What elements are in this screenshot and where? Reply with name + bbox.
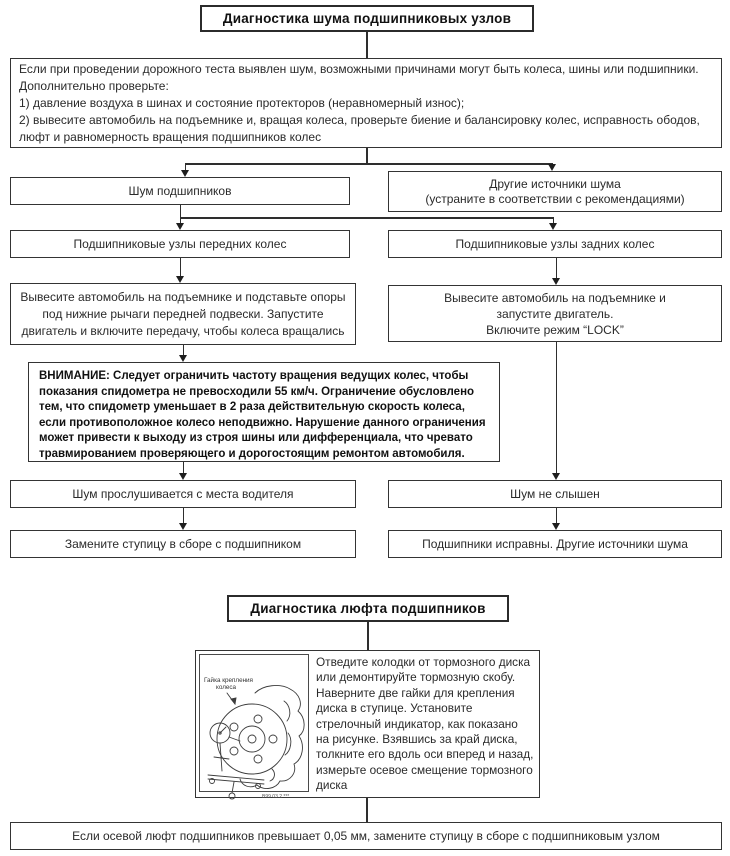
noise-heard-box: Шум прослушивается с места водителя (10, 480, 356, 508)
arrowhead-front-hubs-icon (175, 223, 184, 230)
arrowhead-other-noise-icon (547, 164, 556, 171)
connector-split1-left (184, 163, 187, 171)
no-noise-box: Шум не слышен (388, 480, 722, 508)
connector-replace-hub (182, 508, 185, 523)
front-procedure-text: Вывесите автомобиль на подъемнике и подс… (20, 289, 346, 338)
figure-frame: Гайка крепления колеса B99 03.2 *** (199, 654, 309, 800)
section2-title: Диагностика люфта подшипников (250, 600, 486, 616)
figure-label-line2: колеса (216, 684, 237, 691)
arrowhead-replace-hub-icon (178, 523, 187, 530)
conclusion-text: Если осевой люфт подшипников превышает 0… (72, 829, 660, 843)
connector-bearing-front (179, 205, 182, 223)
brake-disc-figure: Гайка крепления колеса B99 03.2 *** (204, 676, 305, 800)
intro-box: Если при проведении дорожного теста выяв… (10, 58, 722, 148)
front-hubs-box: Подшипниковые узлы передних колес (10, 230, 350, 258)
rear-procedure-box: Вывесите автомобиль на подъемнике и запу… (388, 285, 722, 342)
figure-panel: Гайка крепления колеса B99 03.2 *** Отве… (195, 650, 540, 800)
replace-hub-text: Замените ступицу в сборе с подшипником (64, 537, 302, 551)
noise-heard-text: Шум прослушивается с места водителя (72, 487, 294, 501)
play-procedure-text: Отведите колодки от тормозного диска или… (316, 655, 534, 793)
connector-rear-procedure (555, 258, 558, 278)
front-hubs-text: Подшипниковые узлы передних колес (73, 237, 287, 251)
other-noise-box: Другие источники шума (устраните в соотв… (388, 171, 722, 212)
connector-title2-figure (367, 622, 369, 650)
arrowhead-no-noise-icon (551, 473, 560, 480)
rear-hubs-box: Подшипниковые узлы задних колес (388, 230, 722, 258)
connector-figure-conclusion (366, 798, 368, 822)
arrowhead-rear-hubs-icon (548, 223, 557, 230)
bearings-ok-box: Подшипники исправны. Другие источники шу… (388, 530, 722, 558)
figure-code: B99 03.2 *** (262, 794, 289, 800)
arrowhead-bearing-noise-icon (180, 170, 189, 177)
warning-text: ВНИМАНИЕ: Следует ограничить частоту вра… (39, 370, 486, 460)
section1-title: Диагностика шума подшипниковых узлов (222, 10, 512, 26)
replace-hub-box: Замените ступицу в сборе с подшипником (10, 530, 356, 558)
section1-title-box: Диагностика шума подшипниковых узлов (200, 5, 534, 32)
bearings-ok-text: Подшипники исправны. Другие источники шу… (422, 537, 688, 551)
bearing-noise-text: Шум подшипников (128, 184, 232, 198)
front-procedure-box: Вывесите автомобиль на подъемнике и подс… (10, 283, 356, 345)
connector-front-procedure (179, 258, 182, 276)
connector-split1-horizontal (185, 163, 553, 165)
connector-rear-no-noise (555, 342, 558, 473)
arrowhead-rear-procedure-icon (551, 278, 560, 285)
connector-intro-stub (366, 148, 368, 163)
rear-procedure-text: Вывесите автомобиль на подъемнике и запу… (444, 290, 666, 337)
arrowhead-front-procedure-icon (175, 276, 184, 283)
bearing-noise-box: Шум подшипников (10, 177, 350, 205)
arrowhead-warning-icon (178, 355, 187, 362)
section2-title-box: Диагностика люфта подшипников (227, 595, 509, 622)
rear-hubs-text: Подшипниковые узлы задних колес (455, 237, 655, 251)
conclusion-box: Если осевой люфт подшипников превышает 0… (10, 822, 722, 850)
connector-warning-noise-heard (182, 462, 185, 473)
connector-procedure-warning (182, 345, 185, 355)
connector-split2-right (552, 217, 555, 223)
no-noise-text: Шум не слышен (510, 487, 600, 501)
arrowhead-bearings-ok-icon (551, 523, 560, 530)
connector-title1-intro (366, 32, 368, 58)
figure-label-line1: Гайка крепления (204, 676, 253, 684)
other-noise-text: Другие источники шума (устраните в соотв… (425, 176, 685, 206)
connector-bearings-ok (555, 508, 558, 523)
intro-text: Если при проведении дорожного теста выяв… (19, 61, 700, 144)
warning-box: ВНИМАНИЕ: Следует ограничить частоту вра… (28, 362, 500, 462)
connector-split2-horizontal (180, 217, 554, 219)
arrowhead-noise-heard-icon (178, 473, 187, 480)
